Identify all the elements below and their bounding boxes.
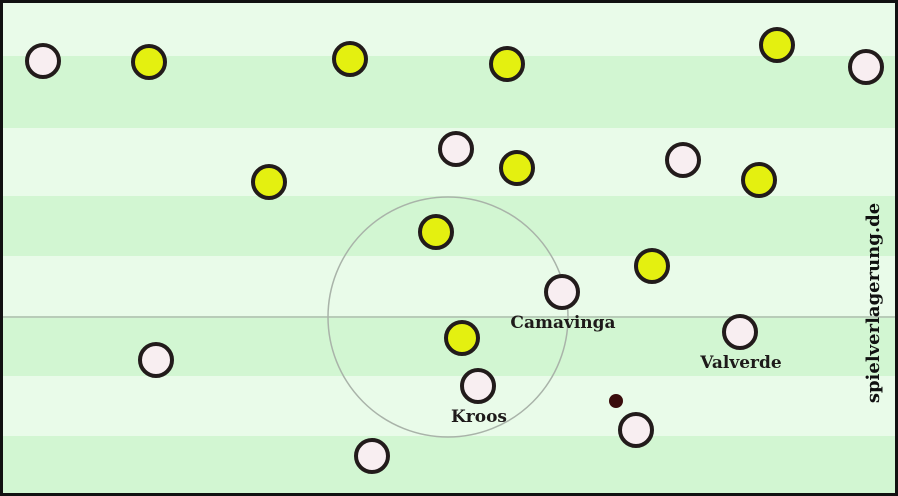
player-light: [618, 412, 654, 448]
player-light: [354, 438, 390, 474]
player-light-valverde: [722, 314, 758, 350]
player-yellow: [131, 44, 167, 80]
team-light: [25, 43, 884, 474]
label-valverde: Valverde: [699, 353, 782, 373]
player-light: [25, 43, 61, 79]
player-yellow: [418, 214, 454, 250]
label-kroos: Kroos: [451, 407, 507, 427]
player-light: [138, 342, 174, 378]
player-light: [438, 131, 474, 167]
ball: [609, 394, 623, 408]
label-camavinga: Camavinga: [510, 313, 615, 333]
player-yellow: [332, 41, 368, 77]
team-yellow: [131, 27, 795, 356]
center-circle: [327, 196, 569, 438]
player-light-camavinga: [544, 274, 580, 310]
stripe-light: [0, 376, 898, 436]
player-light-kroos: [460, 368, 496, 404]
player-yellow: [444, 320, 480, 356]
player-yellow: [634, 248, 670, 284]
stripe-light: [0, 256, 898, 316]
player-yellow: [759, 27, 795, 63]
player-yellow: [251, 164, 287, 200]
watermark: spielverlagerung.de: [863, 203, 884, 403]
player-yellow: [489, 46, 525, 82]
player-yellow: [499, 150, 535, 186]
player-light: [848, 49, 884, 85]
stripe-dark: [0, 436, 898, 496]
player-light: [665, 142, 701, 178]
player-yellow: [741, 162, 777, 198]
